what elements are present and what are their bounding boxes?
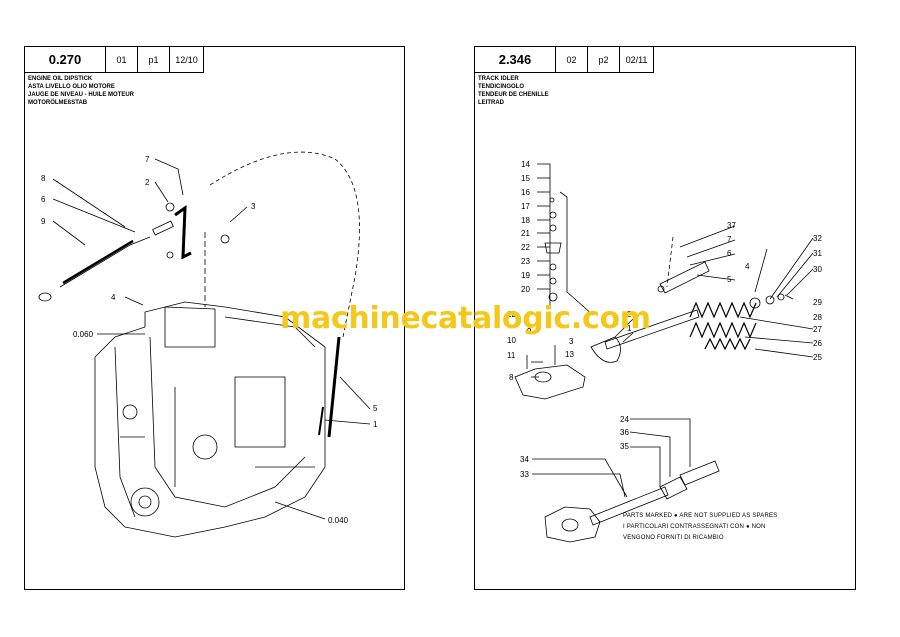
callout-30: 30 (813, 265, 822, 274)
title-fr: TENDEUR DE CHENILLE (478, 92, 549, 98)
engine-oil-dipstick-diagram: 7 2 3 8 6 9 4 0.060 5 1 0.040 (38, 151, 378, 538)
left-page-header: 0.270 01 p1 12/10 (25, 47, 204, 73)
callout-19: 19 (521, 271, 530, 280)
title-it: TENDICINGOLO (478, 84, 524, 90)
watermark: machinecatalogic.com (280, 301, 651, 336)
callout-36: 36 (620, 428, 629, 437)
callout-17: 17 (521, 202, 530, 211)
callout-25: 25 (813, 353, 822, 362)
callout-27: 27 (813, 325, 822, 334)
spares-note: PARTS MARKED ● ARE NOT SUPPLIED AS SPARE… (623, 511, 777, 544)
callout-4: 4 (111, 293, 116, 302)
section-code: 2.346 (475, 47, 556, 72)
callout-24: 24 (620, 415, 629, 424)
callout-37: 37 (727, 221, 736, 230)
title-it: ASTA LIVELLO OLIO MOTORE (28, 84, 115, 90)
title-fr: JAUGE DE NIVEAU - HUILE MOTEUR (28, 92, 135, 98)
callout-28: 28 (813, 313, 822, 322)
callout-26: 26 (813, 339, 822, 348)
right-page-header: 2.346 02 p2 02/11 (475, 47, 654, 73)
title-en: ENGINE OIL DIPSTICK (28, 76, 93, 82)
right-page-titles: TRACK IDLER TENDICINGOLO TENDEUR DE CHEN… (478, 75, 549, 107)
title-en: TRACK IDLER (478, 76, 519, 82)
title-de: LEITRAD (478, 100, 504, 106)
callout-15: 15 (521, 174, 530, 183)
callout-3: 3 (569, 337, 574, 346)
header-cell-2: p1 (138, 47, 170, 72)
callout-34: 34 (520, 455, 529, 464)
callout-6: 6 (727, 249, 732, 258)
callout-22: 22 (521, 243, 530, 252)
callout-11: 11 (507, 351, 516, 360)
title-de: MOTORÖLMEßSTAB (28, 100, 88, 106)
callout-9: 9 (527, 327, 532, 336)
callout-7: 7 (145, 155, 150, 164)
header-cell-3: 12/10 (170, 47, 204, 72)
callout-29: 29 (813, 298, 822, 307)
callout-16: 16 (521, 188, 530, 197)
callout-12: 12 (507, 310, 516, 319)
callout-31: 31 (813, 249, 822, 258)
header-cell-1: 02 (556, 47, 588, 72)
callout-2: 2 (627, 310, 632, 319)
callout-7: 7 (727, 235, 732, 244)
callout-9: 9 (41, 217, 46, 226)
callout-8: 8 (41, 174, 46, 183)
callout-5: 5 (727, 275, 732, 284)
callout-14: 14 (521, 160, 530, 169)
callout-35: 35 (620, 442, 629, 451)
header-cell-1: 01 (106, 47, 138, 72)
callout-13: 13 (565, 350, 574, 359)
callout-4: 4 (745, 262, 750, 271)
track-idler-diagram: 14 15 16 17 18 21 22 23 19 20 12 10 11 9… (507, 160, 822, 543)
callout-0040: 0.040 (328, 516, 349, 525)
callout-23: 23 (521, 257, 530, 266)
callout-1: 1 (373, 420, 378, 429)
callout-2: 2 (145, 178, 150, 187)
callout-21: 21 (521, 229, 530, 238)
callout-0060: 0.060 (73, 330, 94, 339)
callout-33: 33 (520, 470, 529, 479)
callout-3: 3 (251, 202, 256, 211)
note-line-1: PARTS MARKED ● ARE NOT SUPPLIED AS SPARE… (623, 513, 778, 519)
callout-6: 6 (41, 195, 46, 204)
left-page-titles: ENGINE OIL DIPSTICK ASTA LIVELLO OLIO MO… (28, 75, 134, 107)
left-catalog-page: 0.270 01 p1 12/10 ENGINE OIL DIPSTICK AS… (24, 46, 405, 590)
header-cell-2: p2 (588, 47, 620, 72)
header-cell-3: 02/11 (620, 47, 654, 72)
note-line-3: VENGONO FORNITI DI RICAMBIO (623, 535, 724, 541)
callout-32: 32 (813, 234, 822, 243)
note-line-2: I PARTICOLARI CONTRASSEGNATI CON ● NON (623, 524, 766, 530)
callout-20: 20 (521, 285, 530, 294)
section-code: 0.270 (25, 47, 106, 72)
callout-1: 1 (627, 324, 632, 333)
right-catalog-page: 2.346 02 p2 02/11 TRACK IDLER TENDICINGO… (474, 46, 856, 590)
callout-8: 8 (509, 373, 514, 382)
callout-18: 18 (521, 216, 530, 225)
callout-5: 5 (373, 404, 378, 413)
callout-10: 10 (507, 336, 516, 345)
